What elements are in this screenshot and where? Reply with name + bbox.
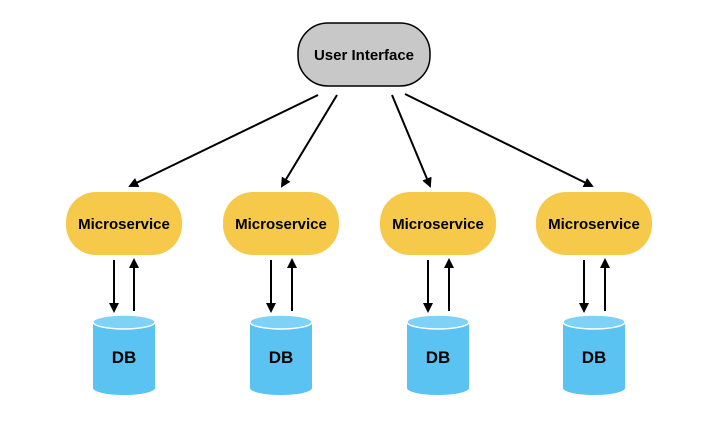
microservice-node: Microservice [536, 192, 652, 255]
microservice-box [223, 192, 339, 255]
database-cylinder-top [92, 314, 156, 330]
microservice-label: Microservice [235, 216, 327, 233]
database-label: DB [426, 348, 451, 367]
user-interface-box [297, 22, 431, 87]
database-cylinder-body [407, 322, 469, 395]
database-node: DB [562, 314, 626, 395]
ui-to-microservice-2-arrow [280, 94, 338, 188]
database-node: DB [406, 314, 470, 395]
microservice-box [380, 192, 496, 255]
microservice-label: Microservice [548, 216, 640, 233]
microservice-label: Microservice [78, 216, 170, 233]
database-cylinder-body [563, 322, 625, 395]
database-cylinder-body [93, 322, 155, 395]
database-cylinder-top [562, 314, 626, 330]
microservice-label: Microservice [392, 216, 484, 233]
microservice-node: Microservice [66, 192, 182, 255]
database-label: DB [269, 348, 294, 367]
microservice-box [536, 192, 652, 255]
microservice-node: Microservice [223, 192, 339, 255]
database-node: DB [92, 314, 156, 395]
ui-to-microservice-1-arrow [128, 94, 319, 188]
user-interface-node: User Interface [297, 22, 431, 87]
ui-to-microservice-4-arrow [404, 93, 594, 187]
database-cylinder-top [406, 314, 470, 330]
microservice-node: Microservice [380, 192, 496, 255]
microservice-box [66, 192, 182, 255]
user-interface-label: User Interface [314, 47, 414, 64]
database-node: DB [249, 314, 313, 395]
database-label: DB [582, 348, 607, 367]
database-label: DB [112, 348, 137, 367]
database-cylinder-top [249, 314, 313, 330]
database-cylinder-body [250, 322, 312, 395]
ui-to-microservice-3-arrow [391, 94, 432, 188]
